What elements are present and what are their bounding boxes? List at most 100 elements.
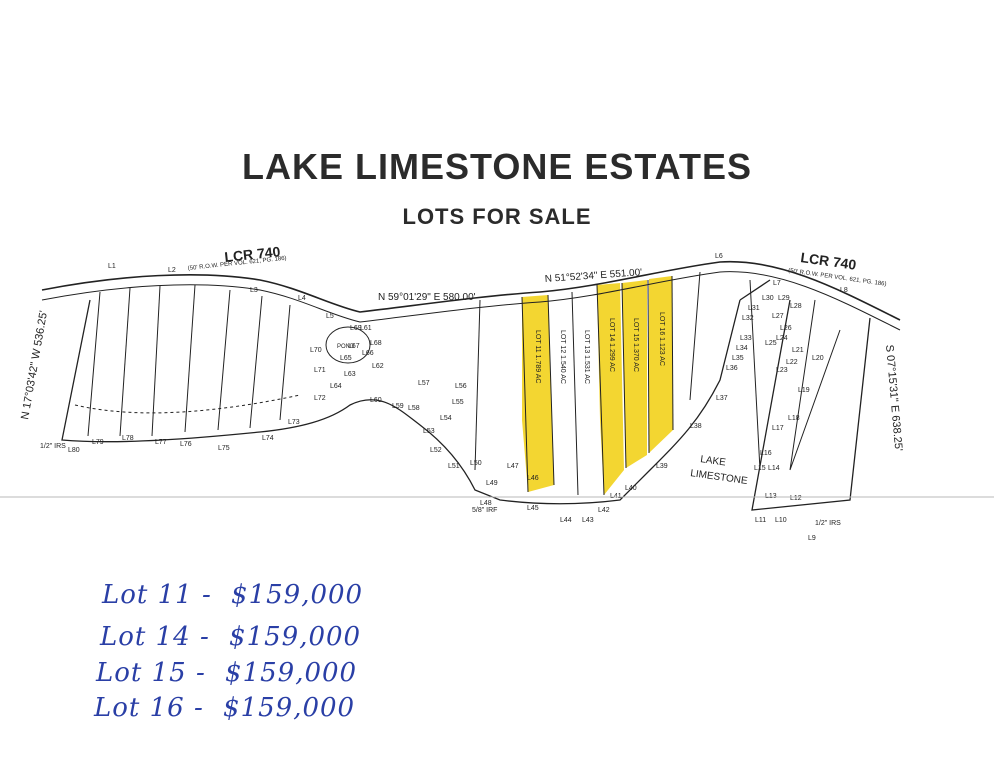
line-label-l51: L51 <box>448 463 460 470</box>
line-label-l46: L46 <box>527 475 539 482</box>
line-label-l29: L29 <box>778 295 790 302</box>
line-label-l53: L53 <box>423 428 435 435</box>
lot-14-highlight[interactable] <box>597 283 624 495</box>
line-label-l4: L4 <box>298 295 306 302</box>
line-label-l80: L80 <box>68 447 80 454</box>
line-label-l8: L8 <box>840 287 848 294</box>
line-label-l25: L25 <box>765 340 777 347</box>
line-label-l59: L59 <box>392 403 404 410</box>
road-label-right: LCR 740 <box>800 249 858 273</box>
bearing-top-left: N 59°01'29" E 580.00' <box>378 292 476 303</box>
price-note-price: $159,000 <box>225 658 358 688</box>
line-label-l22: L22 <box>786 359 798 366</box>
line-label-l38: L38 <box>690 423 702 430</box>
line-label-l36: L36 <box>726 365 738 372</box>
line-label-l62: L62 <box>372 363 384 370</box>
line-label-l68: L68 <box>370 340 382 347</box>
line-label-l61: L61 <box>360 325 372 332</box>
line-label-l67: L67 <box>348 343 360 350</box>
price-note-lot: Lot 15 - <box>96 658 206 688</box>
line-label-l2: L2 <box>168 267 176 274</box>
line-label-l21: L21 <box>792 347 804 354</box>
line-label-l6: L6 <box>715 253 723 260</box>
line-label-l66: L66 <box>362 350 374 357</box>
irs-label-left: 1/2" IRS <box>40 443 66 450</box>
line-label-l60: L60 <box>370 397 382 404</box>
line-label-l49: L49 <box>486 480 498 487</box>
line-label-l3: L3 <box>250 287 258 294</box>
price-note-price: $159,000 <box>231 580 364 610</box>
line-label-l27: L27 <box>772 313 784 320</box>
line-label-l44: L44 <box>560 517 572 524</box>
line-label-l16: L16 <box>760 450 772 457</box>
line-label-l31: L31 <box>748 305 760 312</box>
line-label-l76: L76 <box>180 441 192 448</box>
line-label-l14: L14 <box>768 465 780 472</box>
line-label-l58: L58 <box>408 405 420 412</box>
road-note-right: (50' R.O.W. PER VOL. 621, PG. 186) <box>788 268 887 288</box>
line-label-l11: L11 <box>755 517 766 524</box>
line-label-l24: L24 <box>776 335 788 342</box>
price-note-lot-16: Lot 16 - $159,000 <box>94 693 355 723</box>
price-note-lot: Lot 11 - <box>102 580 212 610</box>
line-label-l33: L33 <box>740 335 752 342</box>
lot-labels: LOT 11 1.789 AC LOT 12 1.540 AC LOT 13 1.5… <box>534 312 665 384</box>
page-subtitle: LOTS FOR SALE <box>402 204 592 229</box>
lot-label-lot-16: LOT 16 1.123 AC <box>658 312 665 366</box>
price-note-lot-11: Lot 11 - $159,000 <box>102 580 363 610</box>
line-label-l69: L69 <box>350 325 362 332</box>
line-label-l73: L73 <box>288 419 300 426</box>
lot-lines-left <box>74 284 301 437</box>
bearing-right-side: S 07°15'31" E 638.25' <box>883 344 904 451</box>
line-label-l54: L54 <box>440 415 452 422</box>
line-label-l40: L40 <box>625 485 637 492</box>
line-label-l12: L12 <box>790 495 802 502</box>
lot-label-lot-13: LOT 13 1.531 AC <box>583 330 590 384</box>
pond-label: POND <box>337 344 355 350</box>
line-label-l34: L34 <box>736 345 748 352</box>
line-label-l55: L55 <box>452 399 464 406</box>
property-boundary <box>61 279 871 511</box>
lot-label-lot-15: LOT 15 1.370 AC <box>632 318 639 372</box>
line-label-l42: L42 <box>598 507 610 514</box>
line-label-l39: L39 <box>656 463 668 470</box>
lot-label-lot-14: LOT 14 1.299 AC <box>608 318 615 372</box>
line-label-l37: L37 <box>716 395 728 402</box>
line-label-l65: L65 <box>340 355 352 362</box>
lot-16-highlight[interactable] <box>649 276 673 453</box>
lot-label-lot-12: LOT 12 1.540 AC <box>559 330 566 384</box>
line-label-l74: L74 <box>262 435 274 442</box>
pond <box>325 326 371 364</box>
bearing-left-side: N 17°03'42" W 536.25' <box>19 310 50 421</box>
line-label-l15: L15 <box>754 465 766 472</box>
line-label-l43: L43 <box>582 517 594 524</box>
price-note-lot: Lot 14 - <box>100 622 210 652</box>
line-label-l7: L7 <box>773 280 781 287</box>
line-label-l72: L72 <box>314 395 326 402</box>
lot-label-lot-11: LOT 11 1.789 AC <box>534 330 541 383</box>
line-label-l1: L1 <box>108 263 116 270</box>
line-label-l18: L18 <box>788 415 800 422</box>
line-label-l32: L32 <box>742 315 754 322</box>
price-note-lot-15: Lot 15 - $159,000 <box>96 658 357 688</box>
page-title: LAKE LIMESTONE ESTATES <box>241 146 753 187</box>
lake-label-2: LIMESTONE <box>690 468 749 487</box>
lake-label: LAKE <box>700 454 727 468</box>
line-label-l70: L70 <box>310 347 322 354</box>
irs-label-right: 1/2" IRS <box>815 520 841 527</box>
line-label-l20: L20 <box>812 355 824 362</box>
line-label-l30: L30 <box>762 295 774 302</box>
road-lcr-740 <box>41 260 901 331</box>
lot-11-highlight[interactable] <box>522 295 554 492</box>
line-label-l79: L79 <box>92 439 104 446</box>
line-label-l35: L35 <box>732 355 744 362</box>
irf-label: 5/8" IRF <box>472 507 497 514</box>
line-label-l28: L28 <box>790 303 802 310</box>
price-note-lot-14: Lot 14 - $159,000 <box>100 622 361 652</box>
line-label-l50: L50 <box>470 460 482 467</box>
price-note-lot: Lot 16 - <box>94 693 204 723</box>
line-segment-labels: L1L2L3L4L5L6L7L8L9L10L11L12L13L14L15L16L… <box>68 253 848 542</box>
lot-15-highlight[interactable] <box>622 280 647 468</box>
line-label-l71: L71 <box>314 367 326 374</box>
